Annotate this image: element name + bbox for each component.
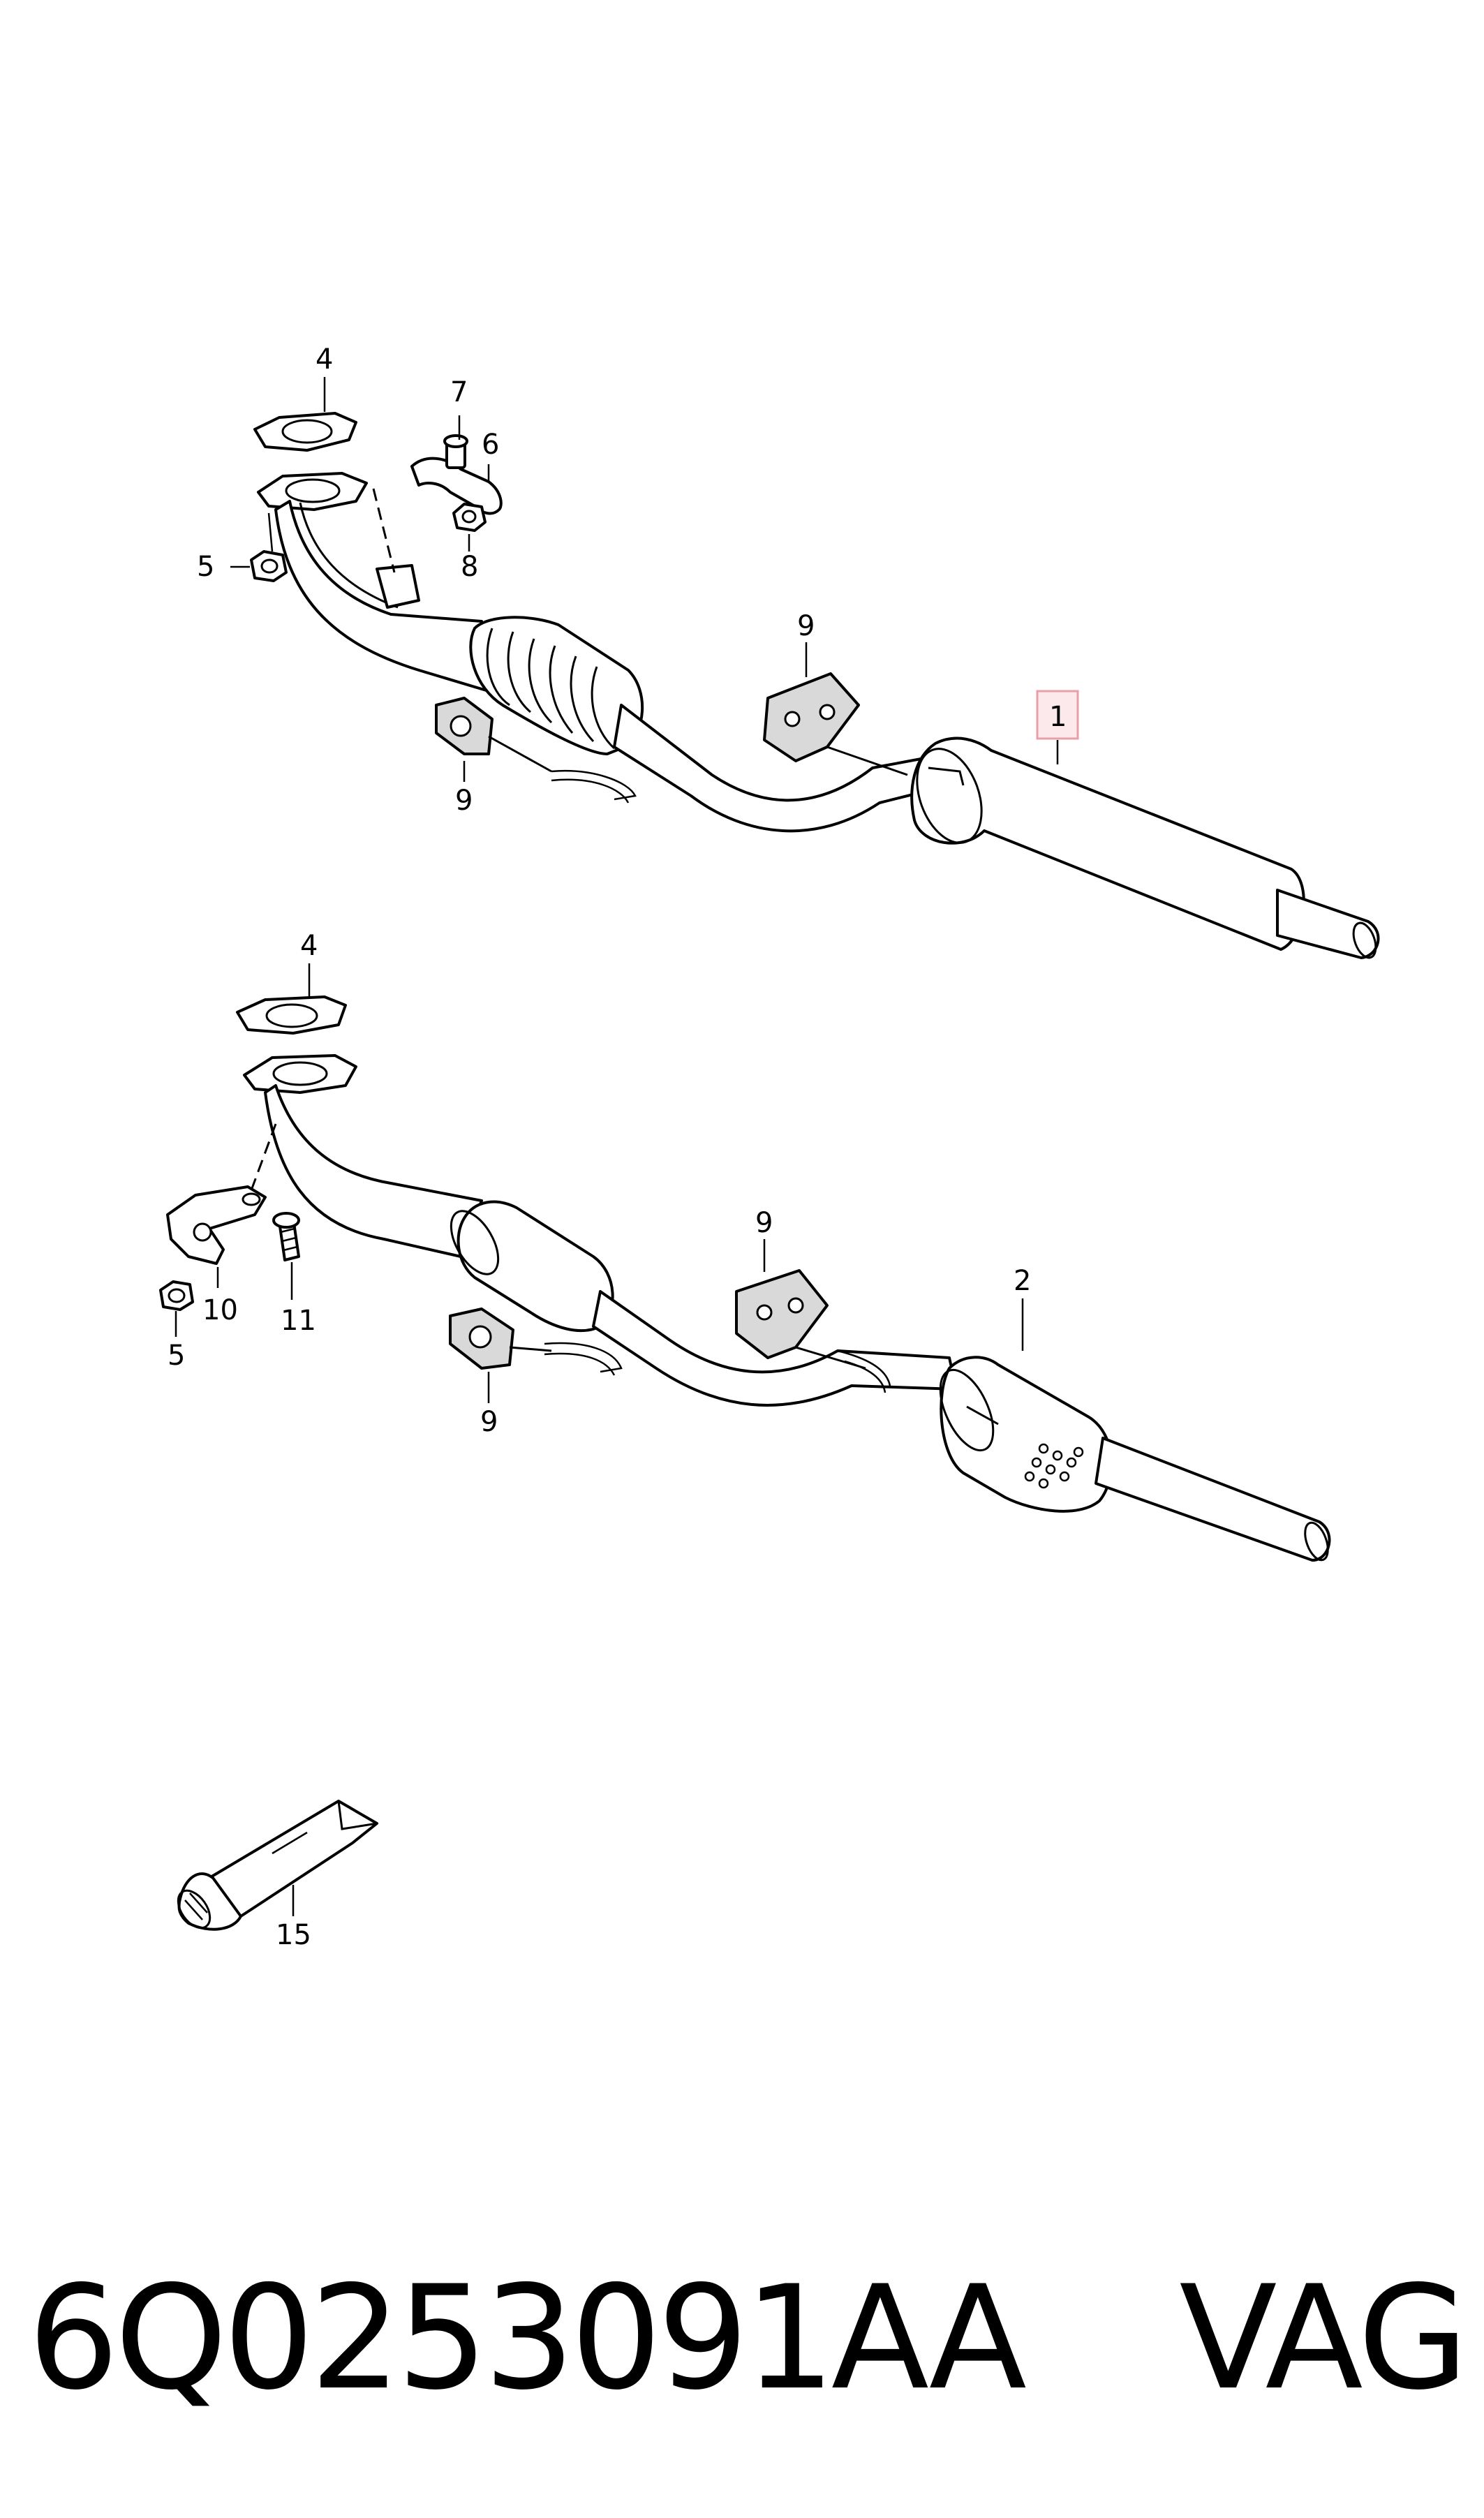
flange-upper [257, 472, 368, 511]
pipe-part-6 [410, 457, 503, 515]
callout-4-lower: 4 [300, 930, 318, 962]
callout-10: 10 [202, 1294, 238, 1326]
upper-exhaust-assembly [250, 412, 1380, 959]
nut-upper-part-5 [250, 550, 288, 582]
callout-9-upper-right: 9 [797, 610, 815, 642]
front-pipe-lower [264, 1084, 483, 1258]
rubber-mount-upper-right [763, 672, 860, 762]
nut-part-8 [452, 503, 487, 532]
callout-9-lower-right: 9 [755, 1207, 773, 1239]
flange-lower [243, 1054, 357, 1094]
callout-15: 15 [276, 1919, 311, 1951]
bolt-part-7 [443, 434, 468, 469]
catalytic-converter-part-2 [939, 1356, 1331, 1562]
callout-9-lower-left: 9 [480, 1406, 498, 1438]
leader-lines-upper [230, 377, 1059, 782]
part-number-footer: 6Q0253091AA VAG [28, 2251, 1469, 2426]
gasket-upper-part-4 [253, 412, 357, 452]
sealant-tube-part-15 [177, 1800, 378, 1931]
lower-exhaust-assembly [159, 995, 1331, 1562]
mid-pipe-upper [613, 704, 937, 833]
bracket-part-10 [166, 1185, 267, 1265]
rubber-mount-lower-right [735, 1269, 829, 1359]
callout-labels: 1 4 7 6 8 5 9 9 4 9 2 9 10 11 5 15 [168, 343, 1067, 1951]
callout-7: 7 [450, 376, 468, 408]
part-number: 6Q0253091AA [28, 2256, 1027, 2422]
callout-5-lower: 5 [168, 1340, 185, 1372]
flex-bellows [469, 616, 644, 755]
callout-1: 1 [1049, 701, 1067, 733]
rubber-mount-lower-left [449, 1308, 514, 1370]
rubber-mount-upper-left [435, 697, 494, 755]
nut-lower-part-5 [159, 1280, 194, 1311]
rear-muffler-part-1 [910, 736, 1380, 959]
callout-6: 6 [482, 429, 499, 461]
brand-name: VAG [1179, 2256, 1469, 2422]
callout-11: 11 [281, 1305, 316, 1337]
bolt-part-11 [272, 1212, 300, 1261]
callout-2: 2 [1014, 1265, 1031, 1297]
mid-pipe-lower [592, 1290, 958, 1407]
callout-4-upper: 4 [316, 343, 333, 376]
gasket-lower-part-4 [236, 995, 347, 1035]
highlight-box-part-1 [1036, 690, 1079, 740]
front-pipe-upper [274, 500, 490, 693]
callout-5-upper: 5 [197, 551, 214, 583]
callout-9-upper-left: 9 [455, 785, 473, 817]
callout-8: 8 [461, 551, 478, 583]
leader-lines-lower [175, 963, 1024, 1403]
